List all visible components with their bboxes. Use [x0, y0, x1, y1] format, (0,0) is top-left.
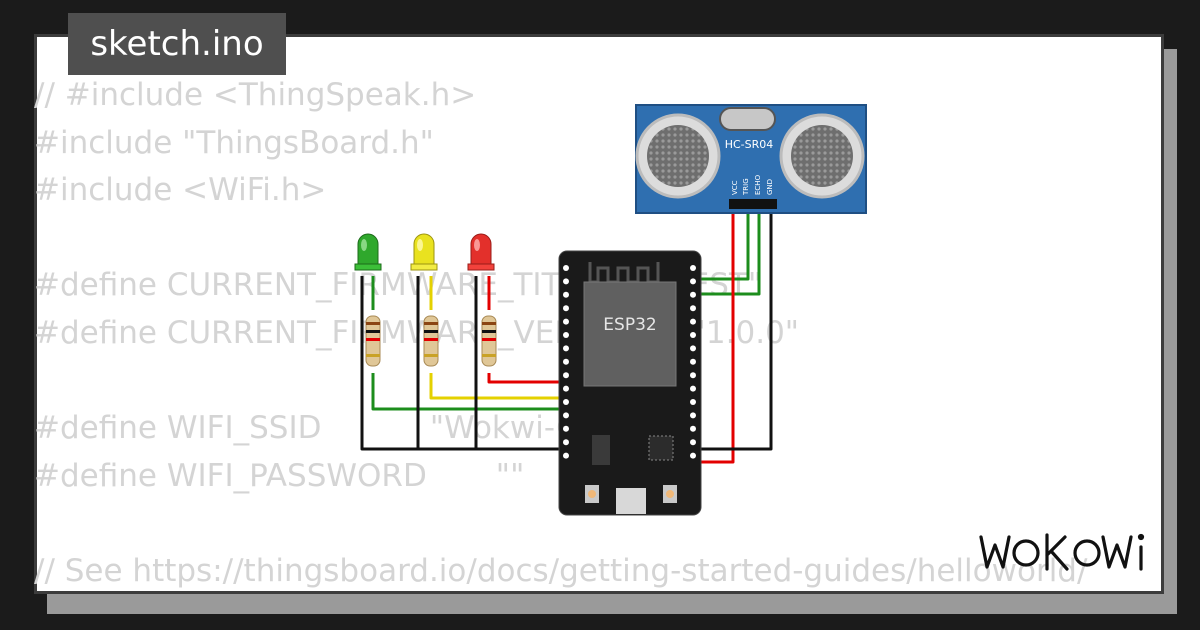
pin-label: TRIG — [742, 178, 750, 196]
header-pin[interactable] — [690, 385, 696, 392]
header-pin[interactable] — [690, 425, 696, 432]
ultrasonic-sensor[interactable]: HC-SR04 VCC TRIG ECHO GND — [635, 104, 867, 214]
header-pin[interactable] — [563, 332, 569, 338]
esp32-board[interactable]: ESP32 — [558, 250, 702, 516]
header-pin[interactable] — [690, 278, 696, 285]
header-pin[interactable] — [690, 358, 696, 365]
header-pin[interactable] — [563, 385, 569, 392]
resistor[interactable] — [481, 315, 497, 367]
header-pin[interactable] — [690, 399, 696, 405]
header-pin[interactable] — [563, 318, 569, 325]
pin-label: GND — [766, 179, 774, 195]
board-label: ESP32 — [603, 315, 656, 335]
header-pin[interactable] — [563, 305, 569, 312]
header-pin[interactable] — [690, 318, 696, 325]
header-pin[interactable] — [690, 291, 696, 298]
header-pin[interactable] — [690, 265, 696, 271]
header-pin[interactable] — [563, 439, 569, 446]
header-pin[interactable] — [690, 439, 696, 446]
header-pin[interactable] — [690, 345, 696, 352]
header-pin[interactable] — [563, 412, 569, 419]
header-pin[interactable] — [690, 452, 696, 459]
code-line: #define WIFI_PASSWORD "" — [34, 457, 525, 494]
resistor[interactable] — [423, 315, 439, 367]
resistor[interactable] — [365, 315, 381, 367]
header-pin[interactable] — [563, 278, 569, 285]
wire-green-sensor[interactable] — [697, 208, 750, 281]
wire-led-ground[interactable] — [360, 276, 563, 451]
code-line: // See https://thingsboard.io/docs/getti… — [34, 552, 1088, 589]
wire-red-led[interactable] — [487, 373, 563, 384]
header-pin[interactable] — [563, 399, 569, 405]
wire-green-led[interactable] — [371, 373, 563, 411]
wires — [360, 208, 773, 464]
header-pin[interactable] — [563, 291, 569, 298]
header-pin[interactable] — [690, 372, 696, 379]
header-pin[interactable] — [563, 345, 569, 352]
red-led[interactable] — [467, 233, 495, 271]
pin-label: ECHO — [754, 174, 762, 195]
code-editor[interactable]: // #include <ThingSpeak.h> #include "Thin… — [34, 72, 1087, 596]
header-pin[interactable] — [690, 332, 696, 338]
file-tab[interactable]: sketch.ino — [68, 13, 286, 75]
wokwi-logo — [979, 533, 1145, 571]
wire-green-sensor-2[interactable] — [697, 208, 761, 296]
code-line: // #include <ThingSpeak.h> — [34, 77, 477, 113]
wire-red-vcc[interactable] — [697, 208, 735, 464]
code-line: #include "ThingsBoard.h" — [34, 124, 434, 161]
header-pin[interactable] — [563, 425, 569, 432]
green-led[interactable] — [354, 233, 382, 271]
sensor-label: HC-SR04 — [725, 138, 774, 151]
header-pin[interactable] — [690, 305, 696, 312]
wire-yellow-led[interactable] — [429, 373, 563, 400]
pin-label: VCC — [731, 180, 739, 195]
header-pin[interactable] — [563, 265, 569, 271]
header-pin[interactable] — [563, 358, 569, 365]
header-pin[interactable] — [690, 412, 696, 419]
wire-black-gnd[interactable] — [697, 208, 773, 451]
header-pin[interactable] — [563, 372, 569, 379]
yellow-led[interactable] — [410, 233, 438, 271]
header-pin[interactable] — [563, 452, 569, 459]
code-line: #include <WiFi.h> — [34, 172, 327, 209]
